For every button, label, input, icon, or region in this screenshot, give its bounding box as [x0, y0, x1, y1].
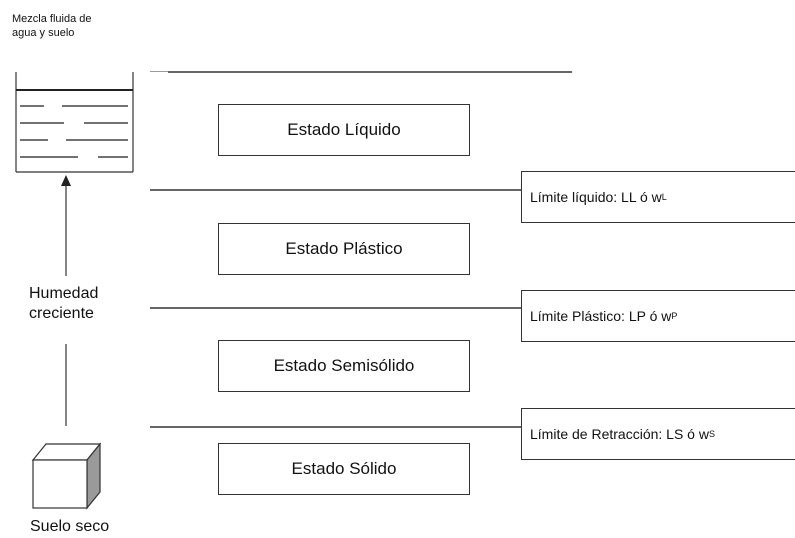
humidity-label-line2: creciente: [29, 305, 94, 322]
solid-state-label: Estado Sólido: [291, 459, 397, 478]
mixture-label-line2: agua y suelo: [12, 27, 75, 39]
semisolid-state-label: Estado Semisólido: [273, 356, 415, 375]
mixture-label: Mezcla fluida de agua y suelo: [12, 12, 92, 40]
liquid-state-box: Estado Líquido: [218, 104, 470, 156]
shrinkage-limit-text: Límite de Retracción: LS ó w: [530, 426, 709, 442]
plastic-limit-subscript: P: [671, 311, 678, 321]
left-column-graphics: [15, 72, 134, 510]
solid-state-box: Estado Sólido: [218, 443, 470, 495]
humidity-label: Humedad creciente: [29, 284, 98, 324]
plastic-state-label: Estado Plástico: [285, 239, 403, 258]
plastic-state-box: Estado Plástico: [218, 223, 470, 275]
liquid-container-icon: [15, 72, 134, 173]
semisolid-state-box: Estado Semisólido: [218, 340, 470, 392]
plastic-limit-text: Límite Plástico: LP ó w: [530, 308, 672, 324]
liquid-limit-text: Límite líquido: LL ó w: [530, 189, 662, 205]
plastic-limit-line: [150, 307, 522, 309]
shrinkage-limit-subscript: S: [708, 429, 715, 439]
dry-soil-label: Suelo seco: [30, 518, 110, 535]
increasing-humidity-arrow: [61, 175, 71, 426]
liquid-limit-subscript: L: [661, 192, 667, 202]
mixture-label-line1: Mezcla fluida de: [12, 13, 92, 25]
liquid-state-label: Estado Líquido: [287, 120, 401, 139]
top-boundary-line-main: [168, 71, 572, 73]
shrinkage-limit-line: [150, 426, 522, 428]
dry-soil-cube-icon: [31, 442, 102, 510]
top-boundary-line: [150, 71, 170, 72]
humidity-label-line1: Humedad: [29, 285, 99, 302]
liquid-limit-line: [150, 189, 522, 191]
